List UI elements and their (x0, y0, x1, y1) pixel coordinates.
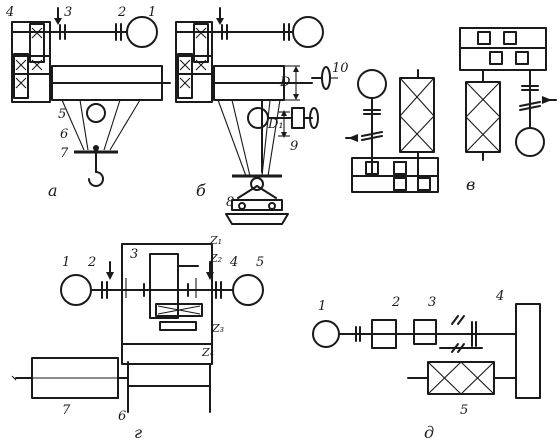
panel-a-coupling (115, 23, 122, 41)
panel-a-label-6: 6 (60, 127, 68, 142)
panel-g-motor-right (232, 274, 264, 306)
panel-a-label-1: 1 (148, 5, 156, 20)
panel-a-label-4: 4 (5, 5, 14, 20)
panel-d-block-4 (515, 303, 541, 399)
panel-v: в (345, 27, 557, 194)
panel-g-label-5: 5 (256, 255, 264, 270)
panel-g: 1 2 3 4 5 6 7 Z₁ Z₂ Z₃ Z₄ г (11, 234, 264, 442)
panel-d-caption: д (424, 423, 434, 442)
panel-b-coupling (283, 23, 290, 41)
panel-d-label-5: 5 (460, 403, 468, 418)
panel-a-caption: а (48, 181, 58, 200)
panel-g-label-z1: Z₁ (209, 234, 222, 247)
panel-d-block-3 (413, 319, 437, 345)
panel-a: 1 2 3 4 5 6 7 а (5, 5, 171, 200)
panel-g-caption: г (134, 423, 142, 442)
panel-b-gearbox (175, 21, 213, 103)
panel-b-drum (211, 65, 313, 177)
panel-g-label-z2: Z₂ (209, 252, 222, 265)
panel-v-drum-left (399, 77, 435, 153)
panel-d-label-2: 2 (391, 295, 400, 310)
panel-b-brake (216, 7, 228, 40)
panel-g-label-z3: Z₃ (211, 322, 224, 335)
panel-g-brake-right (206, 261, 222, 299)
panel-b-grab (225, 174, 289, 225)
panel-b-caption: б (196, 181, 206, 200)
panel-d-block-2 (371, 319, 397, 349)
panel-g-label-3: 3 (130, 247, 138, 262)
panel-b-label-9: 9 (290, 139, 298, 154)
panel-b-label-10: 10 (332, 61, 349, 76)
panel-d-label-1: 1 (318, 299, 326, 314)
panel-g-label-2: 2 (87, 255, 96, 270)
panel-d-drum (407, 361, 517, 395)
panel-g-label-1: 1 (62, 255, 70, 270)
panel-b-label-D1: D₁ (267, 117, 284, 132)
panel-g-label-6: 6 (118, 409, 126, 424)
panel-d-coupling (355, 326, 361, 342)
panel-a-brake (54, 7, 66, 40)
panel-b-side-pulley (247, 107, 319, 138)
panel-a-label-3: 3 (64, 5, 72, 20)
panel-v-motor-left (357, 69, 387, 99)
panel-b-motor (292, 16, 324, 48)
panel-g-differential (121, 243, 213, 365)
panel-b-label-8: 8 (226, 195, 234, 210)
panel-d: 1 2 3 4 5 д (312, 289, 541, 442)
panel-v-motor-right (515, 127, 545, 157)
panel-g-brake-left (101, 261, 114, 299)
panel-a-pulley (86, 103, 106, 123)
panel-g-label-z4: Z₄ (201, 346, 214, 359)
panel-d-clutch (439, 315, 483, 353)
panel-a-label-5: 5 (58, 107, 66, 122)
panel-a-motor (126, 16, 158, 48)
panel-g-drum (11, 357, 129, 399)
panel-a-drum (49, 65, 171, 151)
panel-d-label-3: 3 (428, 295, 436, 310)
panel-v-drum-right (465, 81, 501, 153)
panel-d-label-4: 4 (495, 289, 504, 304)
panel-v-caption: в (466, 175, 475, 194)
panel-a-hook (74, 145, 118, 187)
panel-a-label-2: 2 (117, 5, 126, 20)
panel-b-handwheel (311, 66, 338, 90)
panel-g-label-4: 4 (229, 255, 238, 270)
panel-b: 8 9 10 D D₁ б (175, 7, 349, 225)
panel-d-motor (312, 320, 340, 348)
panel-b-label-D: D (279, 75, 291, 90)
panel-g-motor-left (60, 274, 92, 306)
panel-a-gearbox (11, 21, 51, 103)
panel-g-label-7: 7 (62, 403, 71, 418)
panel-a-label-7: 7 (60, 146, 69, 161)
